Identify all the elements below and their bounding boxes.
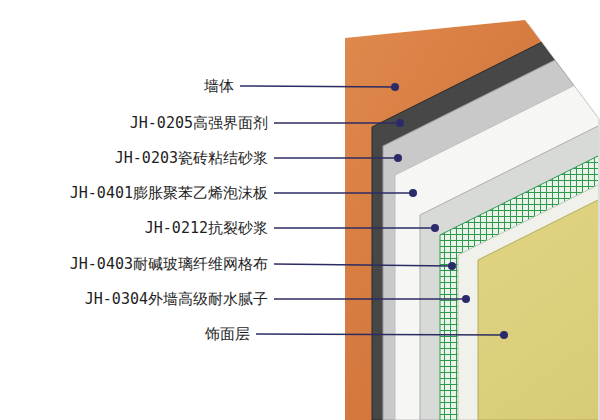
leader-dot xyxy=(462,295,470,303)
leader-dot xyxy=(500,331,508,339)
layer-label: 饰面层 xyxy=(205,325,250,343)
leader-line xyxy=(274,264,452,266)
leader-line xyxy=(274,298,466,300)
leader-line xyxy=(274,122,400,124)
layer-label: JH-0212抗裂砂浆 xyxy=(145,219,268,237)
layer-label: JH-0403耐碱玻璃纤维网格布 xyxy=(70,255,268,273)
layer-label: JH-0205高强界面剂 xyxy=(130,114,268,132)
leader-dot xyxy=(409,189,417,197)
leader-line xyxy=(274,157,398,159)
leader-line xyxy=(274,227,435,229)
leader-line xyxy=(274,192,413,194)
layer-label: JH-0304外墙高级耐水腻子 xyxy=(85,290,268,308)
layer-label: JH-0401膨胀聚苯乙烯泡沫板 xyxy=(70,184,268,202)
leader-dot xyxy=(448,262,456,270)
layer-label: JH-0203瓷砖粘结砂浆 xyxy=(115,149,268,167)
layer-label: 墙体 xyxy=(204,77,234,95)
leader-dot xyxy=(431,224,439,232)
leader-line xyxy=(240,86,395,87)
leader-dot xyxy=(396,119,404,127)
leader-dot xyxy=(391,83,399,91)
leader-dot xyxy=(394,154,402,162)
leader-line xyxy=(256,334,504,335)
finish-layer xyxy=(478,0,600,420)
